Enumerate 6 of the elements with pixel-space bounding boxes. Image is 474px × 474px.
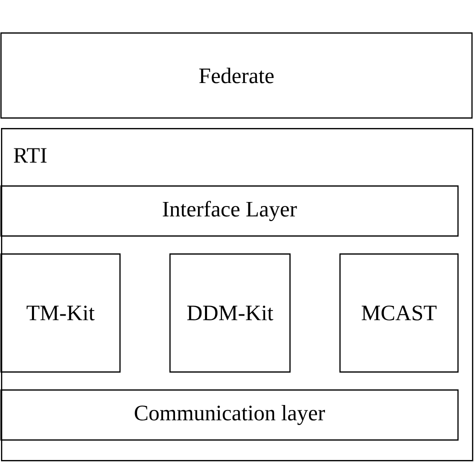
kit-box: MCAST	[339, 253, 459, 373]
kit-box: TM-Kit	[0, 253, 121, 373]
layer-box: Communication layer	[0, 389, 459, 441]
federate-box: Federate	[0, 32, 473, 119]
kit-box: DDM-Kit	[169, 253, 291, 373]
layer-box: Interface Layer	[0, 185, 459, 237]
